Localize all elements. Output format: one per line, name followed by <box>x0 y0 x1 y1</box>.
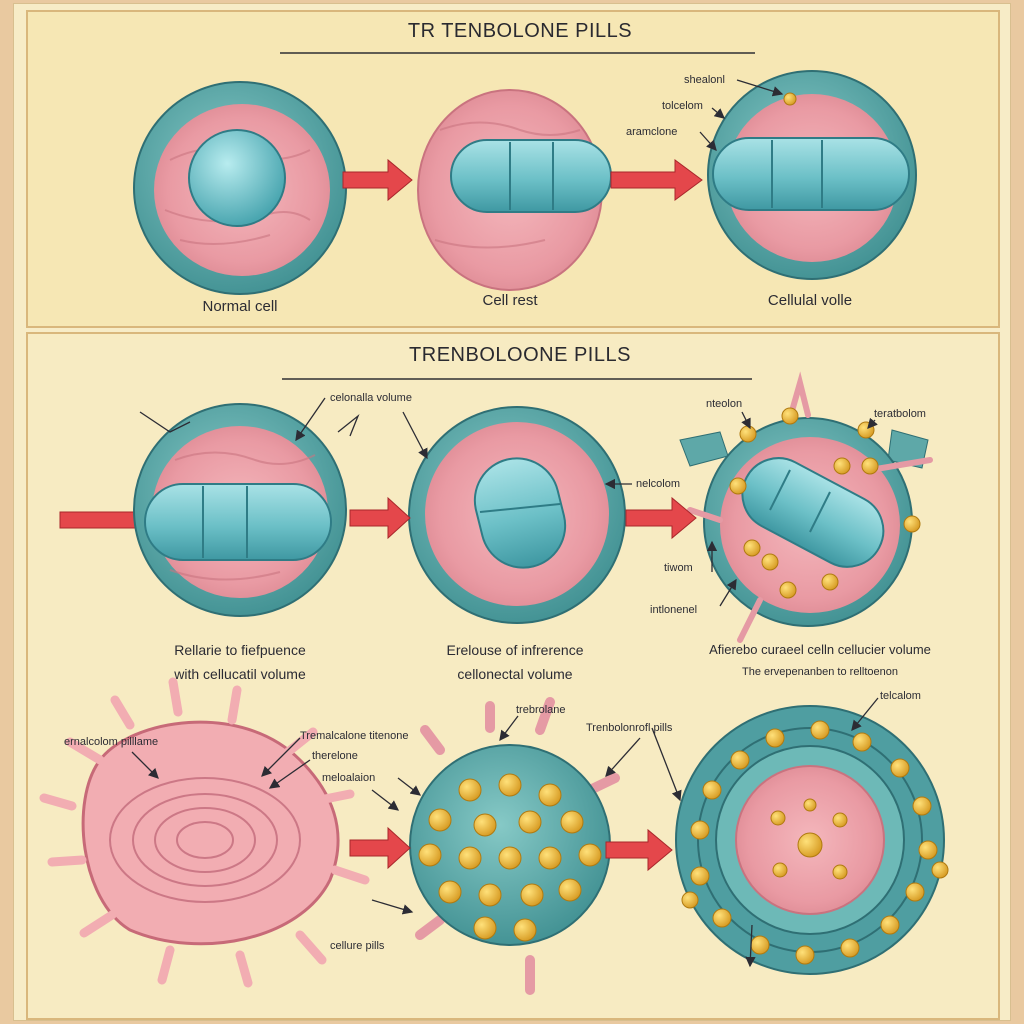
top-arrow-1 <box>342 158 413 202</box>
label-aramclone: aramclone <box>626 126 678 138</box>
label-therelone: therelone <box>312 750 358 762</box>
label-nteolon: nteolon <box>706 398 743 410</box>
caption-row1-c-line1: Afierebo curaeel celln cellucier volume <box>709 642 931 657</box>
spiky-cell <box>39 677 370 988</box>
caption-cellular-volume: Cellulal volle <box>767 292 853 309</box>
label-nelcolom: nelcolom <box>636 478 681 490</box>
volume-cell-top <box>707 70 917 280</box>
caption-normal-cell: Normal cell <box>202 298 278 315</box>
bottom-arrow-1 <box>349 496 411 540</box>
label-teratbolom: teratbolom <box>874 408 926 420</box>
top-title-rule <box>280 52 755 54</box>
label-meloalaion: meloalaion <box>322 772 376 784</box>
label-celonalla-volume: celonalla volume <box>330 392 412 404</box>
granule-cell <box>409 697 620 995</box>
label-cellure-pills: cellure pills <box>330 940 385 952</box>
normal-cell <box>133 81 347 295</box>
bottom-arrow-3 <box>349 826 411 870</box>
pill-cell-5 <box>408 406 626 624</box>
label-tolcelom: tolcelom <box>662 100 703 112</box>
label-trebrolane: trebrolane <box>516 704 566 716</box>
label-intlonenel: intlonenel <box>650 604 698 616</box>
pill-cell-6 <box>679 371 933 643</box>
top-title: TR TENBOLONE PILLS <box>407 20 633 42</box>
caption-row1-a-line1: Rellarie to fiefpuence <box>174 642 306 658</box>
bottom-arrow-4 <box>605 828 673 872</box>
bottom-arrow-2 <box>625 496 697 540</box>
bottom-title-rule <box>282 378 752 380</box>
caption-row1-c-line2: The ervepenanben to relltoenon <box>742 666 898 678</box>
caption-row1-b-line1: Erelouse of infrerence <box>446 642 584 658</box>
bottom-title: TRENBOLOONE PILLS <box>409 344 631 366</box>
label-shealonl: shealonl <box>684 74 725 86</box>
label-tiwom: tiwom <box>664 562 693 574</box>
caption-cell-rest: Cell rest <box>482 292 538 309</box>
top-arrow-2 <box>610 159 703 201</box>
label-trenbolonrofl-pills: Trenbolonrofl pills <box>586 722 673 734</box>
label-telcalom: telcalom <box>880 690 921 702</box>
caption-row1-a-line2: with cellucatil volume <box>174 666 306 682</box>
ring-cell <box>675 705 949 975</box>
caption-row1-b-line2: cellonectal volume <box>457 666 573 682</box>
label-ernalcolom-pilllame: ernalcolom pilllame <box>64 736 159 748</box>
pill-cell-4 <box>133 403 347 617</box>
rest-cell <box>417 89 612 291</box>
label-tremalcalone-titenone: Tremalcalone titenone <box>300 730 409 742</box>
